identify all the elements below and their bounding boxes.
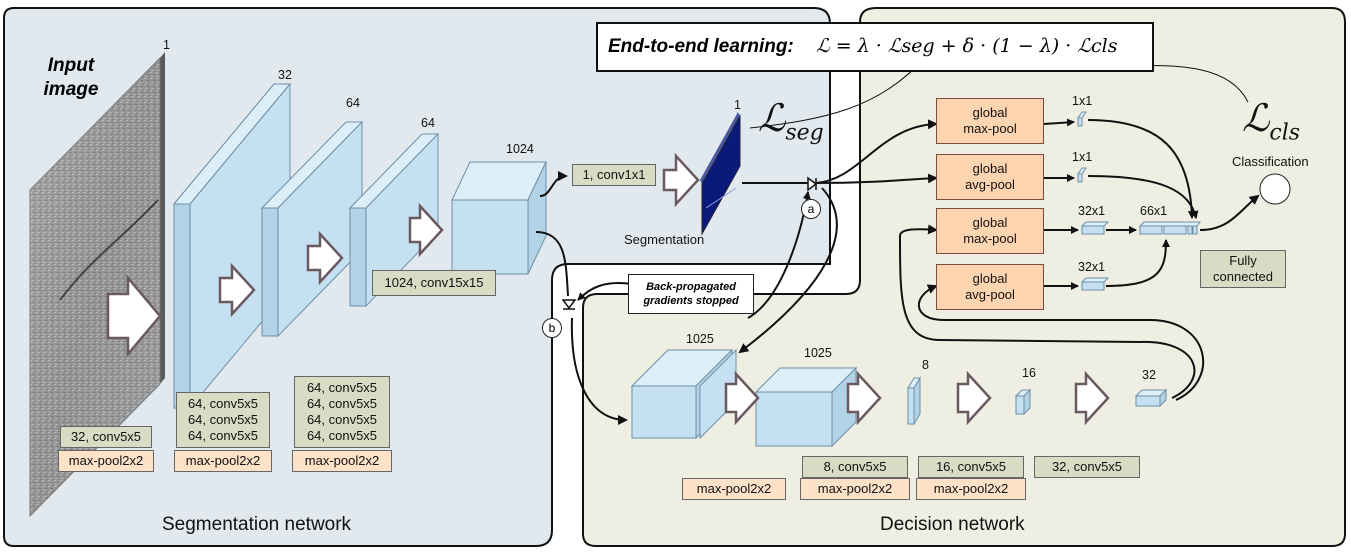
- global-avg-pool-1: global avg-pool: [936, 154, 1044, 200]
- dec-dim-1: 1025: [686, 332, 714, 346]
- connectors: [535, 118, 1260, 425]
- seg-dim-1: 32: [278, 68, 292, 82]
- seg-dim-3: 64: [421, 116, 435, 130]
- dec-feature-map-2: [754, 366, 858, 448]
- global-max-pool-2: global max-pool: [936, 208, 1044, 254]
- loss-formula: ℒ = λ · ℒseg + δ · (1 − λ) · ℒcls: [816, 35, 1118, 57]
- dec-dim-5: 32: [1142, 368, 1156, 382]
- cls-loss-symbol: ℒcls: [1242, 96, 1301, 146]
- global-pool-line: global: [972, 161, 1008, 176]
- marker-a: a: [801, 199, 821, 219]
- fc-line: Fully: [1229, 253, 1257, 268]
- seg-block3-pool-label: max-pool2x2: [292, 450, 392, 472]
- fc-line: connected: [1213, 269, 1273, 284]
- gradient-note-line: Back-propagated: [646, 281, 736, 293]
- seg-feature-map-2: [260, 120, 364, 338]
- seg-block2-pool-label: max-pool2x2: [174, 450, 272, 472]
- dec-block3-conv-label: 32, conv5x5: [1034, 456, 1140, 478]
- dec-feature-map-3: [907, 376, 921, 426]
- global-avg-pool-2: global avg-pool: [936, 264, 1044, 310]
- seg-feature-map-3: [348, 132, 440, 308]
- seg-block3-conv-line: 64, conv5x5: [306, 396, 378, 411]
- dec-dim-2: 1025: [804, 346, 832, 360]
- dec-feature-map-4: [1014, 388, 1032, 416]
- seg-block1-pool-label: max-pool2x2: [58, 450, 154, 472]
- seg-block1-conv-label: 32, conv5x5: [60, 426, 152, 448]
- pool-dim-3: 32x1: [1078, 204, 1106, 218]
- fully-connected-label: Fully connected: [1200, 250, 1286, 288]
- pool-dim-4: 32x1: [1078, 260, 1106, 274]
- seg-block2-conv-line: 64, conv5x5: [187, 428, 259, 443]
- global-pool-line: global: [972, 271, 1008, 286]
- input-image-label: Input image: [43, 55, 99, 100]
- decision-network-title: Decision network: [880, 514, 1025, 535]
- dec-block2-conv-label: 16, conv5x5: [918, 456, 1024, 478]
- pool-dim-2: 1x1: [1072, 150, 1093, 164]
- marker-b: b: [542, 318, 562, 338]
- global-pool-line: max-pool: [963, 121, 1017, 136]
- dec-feature-map-1: [630, 348, 737, 440]
- loss-formula-box: End-to-end learning: ℒ = λ · ℒseg + δ · …: [596, 22, 1154, 72]
- seg-block2-conv-line: 64, conv5x5: [187, 412, 259, 427]
- classification-node: [1259, 173, 1291, 205]
- seg-block3-conv-label: 64, conv5x5 64, conv5x5 64, conv5x5 64, …: [294, 376, 390, 448]
- seg-output-dim: 1: [734, 98, 741, 112]
- global-pool-line: avg-pool: [965, 177, 1015, 192]
- global-pool-line: max-pool: [963, 231, 1017, 246]
- pool-dim-1: 1x1: [1072, 94, 1093, 108]
- global-pool-line: global: [972, 215, 1008, 230]
- input-dim: 1: [163, 38, 170, 52]
- segmentation-network-title: Segmentation network: [162, 514, 352, 535]
- seg-block3-conv-line: 64, conv5x5: [306, 412, 378, 427]
- conv15x15-label: 1024, conv15x15: [372, 270, 496, 296]
- seg-dim-4: 1024: [506, 142, 534, 156]
- seg-loss-symbol: ℒseg: [758, 96, 824, 146]
- dec-first-pool-label: max-pool2x2: [682, 478, 786, 500]
- seg-block3-conv-line: 64, conv5x5: [306, 428, 378, 443]
- seg-block2-conv-label: 64, conv5x5 64, conv5x5 64, conv5x5: [176, 392, 270, 448]
- seg-block2-conv-line: 64, conv5x5: [187, 396, 259, 411]
- global-pool-line: global: [972, 105, 1008, 120]
- dec-dim-3: 8: [922, 358, 929, 372]
- seg-feature-map-1: [172, 82, 292, 410]
- concat-dim: 66x1: [1140, 204, 1168, 218]
- dec-dim-4: 16: [1022, 366, 1036, 380]
- seg-feature-map-4: [451, 161, 547, 275]
- global-pool-line: avg-pool: [965, 287, 1015, 302]
- flow-arrows: [106, 152, 1110, 426]
- segmentation-output-label: Segmentation: [624, 232, 705, 247]
- conv1x1-label: 1, conv1x1: [572, 164, 656, 186]
- gradient-stopped-note: Back-propagated gradients stopped: [628, 274, 754, 314]
- dec-block1-conv-label: 8, conv5x5: [802, 456, 908, 478]
- dec-block2-pool-label: max-pool2x2: [916, 478, 1026, 500]
- seg-block3-conv-line: 64, conv5x5: [306, 380, 378, 395]
- loss-title: End-to-end learning:: [608, 36, 794, 57]
- dec-feature-map-5: [1134, 388, 1168, 408]
- classification-label: Classification: [1232, 154, 1309, 169]
- segmentation-output-map: [700, 112, 741, 236]
- gradient-stop-symbols: [561, 176, 818, 310]
- pool-vectors: [1077, 111, 1201, 291]
- gradient-note-line: gradients stopped: [643, 295, 739, 307]
- seg-dim-2: 64: [346, 96, 360, 110]
- dec-block1-pool-label: max-pool2x2: [800, 478, 910, 500]
- input-image-slab: [29, 52, 165, 518]
- global-max-pool-1: global max-pool: [936, 98, 1044, 144]
